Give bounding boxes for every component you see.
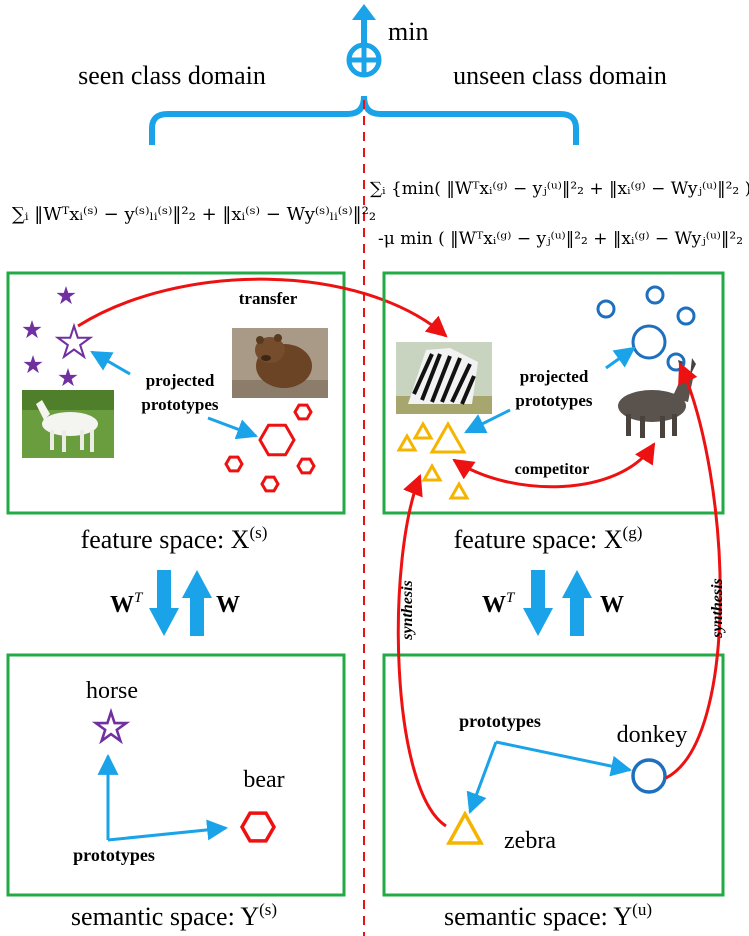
synthesis-arrow-zebra xyxy=(396,474,447,828)
seen-prototypes-label: prototypes xyxy=(73,845,155,865)
hexagon-icon xyxy=(296,457,316,475)
unseen-semantic-space-box xyxy=(382,653,725,897)
up-arrow-icon xyxy=(562,570,592,598)
zebra-image xyxy=(396,342,492,414)
circle-icon xyxy=(676,306,696,326)
synthesis-label-left: synthesis xyxy=(399,580,416,641)
transfer-label: transfer xyxy=(239,289,298,308)
pointer-to-hexagon xyxy=(207,416,258,440)
unseen-projection-arrows: WT W xyxy=(482,570,624,636)
star-icon xyxy=(56,286,76,305)
zebra-prototype-triangle-icon xyxy=(446,810,484,845)
seen-semantic-space-box xyxy=(6,653,346,897)
down-arrow-icon xyxy=(523,608,553,636)
unseen-feature-space-box xyxy=(382,271,725,515)
unseen-projected-label-1: projected xyxy=(520,367,589,386)
pointer-to-circle xyxy=(605,346,636,370)
triangle-icon xyxy=(421,462,443,482)
unseen-proj-up-label: W xyxy=(600,592,624,618)
unseen-feature-space-caption: feature space: X(g) xyxy=(454,523,643,554)
horse-label: horse xyxy=(86,678,138,704)
unseen-zebra-triangles xyxy=(396,420,470,500)
unseen-prototypes-label: prototypes xyxy=(459,711,541,731)
unseen-proj-down-label: WT xyxy=(482,590,516,618)
bear-prototype-hexagon-icon xyxy=(239,811,277,843)
unseen-domain-title: unseen class domain xyxy=(453,61,667,90)
horse-prototype-star-icon xyxy=(91,707,131,745)
circle-icon xyxy=(645,285,665,305)
synthesis-arrow-donkey xyxy=(665,362,722,780)
seen-projected-label-2: prototypes xyxy=(141,395,219,414)
seen-feature-space-caption: feature space: X(s) xyxy=(81,523,268,554)
hexagon-icon xyxy=(260,475,280,493)
unseen-projected-label-2: prototypes xyxy=(515,391,593,410)
seen-semantic-space-caption: semantic space: Y(s) xyxy=(71,900,277,931)
seen-feature-space-box xyxy=(6,271,346,515)
unseen-loss-formula-line2: -μ min ( ‖Wᵀxᵢ⁽ᵍ⁾ − yⱼ⁽ᵘ⁾‖²₂ + ‖xᵢ⁽ᵍ⁾ − … xyxy=(378,229,749,249)
seen-projected-label-1: projected xyxy=(146,371,215,390)
competitor-arrow xyxy=(452,442,656,489)
bear-label: bear xyxy=(243,767,284,793)
synthesis-label-right: synthesis xyxy=(709,578,726,639)
donkey-label: donkey xyxy=(617,722,688,748)
hexagon-icon xyxy=(293,403,313,421)
transfer-arrow xyxy=(77,277,448,338)
projected-bear-prototype-hexagon-icon xyxy=(258,423,296,457)
donkey-prototype-circle-icon xyxy=(631,758,667,794)
unseen-semantic-space-caption: semantic space: Y(u) xyxy=(444,900,652,931)
projected-donkey-prototype-circle-icon xyxy=(631,324,667,360)
star-icon xyxy=(22,320,42,339)
donkey-image xyxy=(618,358,696,438)
seen-domain-title: seen class domain xyxy=(78,61,266,90)
prototype-axis-right xyxy=(107,819,229,842)
circle-icon xyxy=(596,299,616,319)
horse-image xyxy=(22,390,114,458)
prototype-to-zebra xyxy=(466,741,498,814)
seen-proj-down-label: WT xyxy=(110,590,144,618)
triangle-icon xyxy=(412,420,434,440)
circle-icon xyxy=(666,352,686,372)
star-icon xyxy=(23,355,43,374)
seen-proj-up-label: W xyxy=(216,592,240,618)
prototype-to-donkey xyxy=(495,740,633,777)
min-arrow-head-icon xyxy=(352,4,376,20)
seen-bear-hexagons xyxy=(224,403,316,493)
domain-brace xyxy=(149,95,579,145)
hexagon-icon xyxy=(224,455,244,473)
unseen-donkey-circles xyxy=(596,285,696,372)
projected-zebra-prototype-triangle-icon xyxy=(429,420,467,454)
competitor-label: competitor xyxy=(515,461,590,478)
up-arrow-icon xyxy=(182,570,212,598)
pointer-to-star xyxy=(90,350,131,376)
zebra-label: zebra xyxy=(504,828,556,854)
seen-sample-stars xyxy=(22,286,94,387)
star-icon xyxy=(58,368,78,387)
bear-image xyxy=(232,328,328,398)
min-label: min xyxy=(388,17,428,46)
seen-loss-formula: ∑ᵢ ‖Wᵀxᵢ⁽ˢ⁾ − y⁽ˢ⁾ₗᵢ⁽ˢ⁾‖²₂ + ‖xᵢ⁽ˢ⁾ − Wy… xyxy=(12,204,376,225)
unseen-loss-formula-line1: ∑ᵢ {min( ‖Wᵀxᵢ⁽ᵍ⁾ − yⱼ⁽ᵘ⁾‖²₂ + ‖xᵢ⁽ᵍ⁾ − … xyxy=(370,179,749,199)
projected-horse-prototype-star-icon xyxy=(54,322,94,360)
min-aggregation: min xyxy=(346,4,428,78)
triangle-icon xyxy=(448,480,470,500)
triangle-icon xyxy=(396,432,418,452)
pointer-to-triangle xyxy=(464,408,511,434)
seen-projection-arrows: WT W xyxy=(110,570,240,636)
down-arrow-icon xyxy=(149,608,179,636)
